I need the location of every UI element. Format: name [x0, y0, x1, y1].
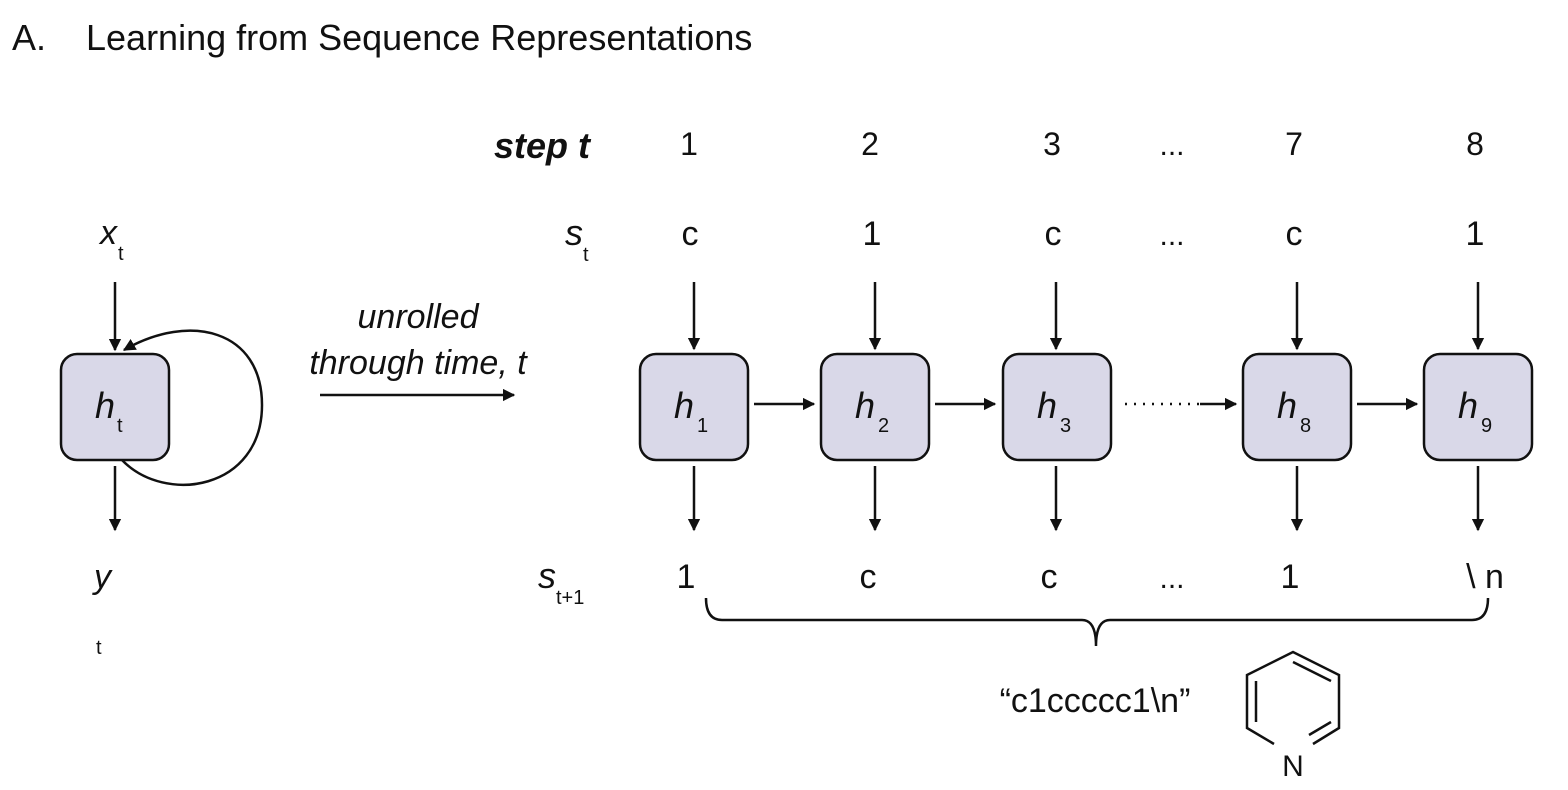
- step-hidden-box: [819, 352, 931, 462]
- pyridine-molecule: N: [1245, 650, 1341, 783]
- output-y-label: y: [92, 558, 113, 596]
- step-output-token: c: [860, 558, 877, 596]
- step-input-token: c: [1286, 215, 1303, 253]
- step-column: 2 1 h 2 c: [819, 126, 931, 596]
- unrolled-transition: unrolled through time, t: [309, 298, 528, 402]
- step-column: 3 c h 3 c: [1001, 126, 1113, 596]
- step-input-token: 1: [863, 215, 882, 253]
- step-output-token: \ n: [1466, 558, 1504, 596]
- input-row-subscript: t: [583, 244, 589, 266]
- step-row-label: step t: [494, 125, 592, 166]
- panel-letter: A.: [12, 17, 46, 58]
- step-hidden-box: [1241, 352, 1353, 462]
- step-number: 3: [1043, 126, 1061, 162]
- step-number: 7: [1285, 126, 1303, 162]
- step-output-token: c: [1041, 558, 1058, 596]
- step-hidden-subscript: 3: [1060, 415, 1071, 437]
- step-column: 1 c h 1 1: [638, 126, 750, 596]
- step-number: 8: [1466, 126, 1484, 162]
- step-ellipsis: ...: [1159, 129, 1184, 162]
- step-hidden-label: h: [1458, 385, 1478, 426]
- step-hidden-subscript: 2: [878, 415, 889, 437]
- step-column: 8 1 h 9 \ n: [1422, 126, 1534, 596]
- output-ellipsis: ...: [1159, 562, 1184, 595]
- step-hidden-subscript: 8: [1300, 415, 1311, 437]
- step-input-token: c: [1045, 215, 1062, 253]
- step-hidden-subscript: 9: [1481, 415, 1492, 437]
- input-x-label: x: [98, 214, 118, 252]
- step-output-token: 1: [1281, 558, 1300, 596]
- output-y-subscript: t: [96, 637, 102, 659]
- input-row-label: s: [565, 212, 583, 253]
- input-x-subscript: t: [118, 243, 124, 265]
- hidden-cell-subscript: t: [117, 415, 123, 437]
- step-input-token: c: [682, 215, 699, 253]
- input-ellipsis: ...: [1159, 219, 1184, 252]
- step-column: 7 c h 8 1: [1241, 126, 1353, 596]
- step-hidden-label: h: [1037, 385, 1057, 426]
- step-input-token: 1: [1466, 215, 1485, 253]
- folded-rnn-cell: x t h t y t: [59, 214, 264, 659]
- panel-title: Learning from Sequence Representations: [86, 17, 752, 58]
- step-hidden-box: [1001, 352, 1113, 462]
- hidden-cell-box: [59, 352, 171, 462]
- nitrogen-atom-label: N: [1282, 750, 1304, 783]
- hidden-cell-label: h: [95, 385, 115, 426]
- output-row-label: s: [538, 555, 556, 596]
- step-hidden-label: h: [674, 385, 694, 426]
- row-labels: step t s t s t+1: [494, 125, 592, 609]
- unrolled-label-line1: unrolled: [358, 298, 480, 336]
- step-hidden-label: h: [1277, 385, 1297, 426]
- unrolled-label-line2: through time, t: [309, 344, 528, 382]
- step-output-token: 1: [677, 558, 696, 596]
- step-number: 1: [680, 126, 698, 162]
- output-sequence-brace: [704, 597, 1490, 647]
- step-hidden-subscript: 1: [697, 415, 708, 437]
- step-hidden-box: [638, 352, 750, 462]
- smiles-string: “c1ccccc1\n”: [1000, 682, 1191, 720]
- step-hidden-box: [1422, 352, 1534, 462]
- step-number: 2: [861, 126, 879, 162]
- output-row-subscript: t+1: [556, 587, 584, 609]
- step-hidden-label: h: [855, 385, 875, 426]
- recurrent-loop-arrow: [121, 329, 264, 487]
